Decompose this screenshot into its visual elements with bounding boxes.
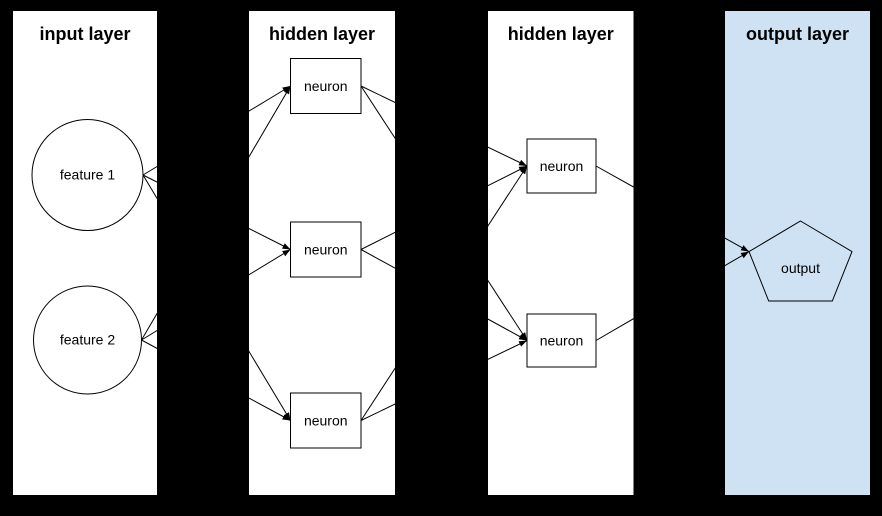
hidden1-neuron-2-node [290, 221, 362, 278]
hidden1-neuron-1-node [290, 58, 362, 114]
edge-f1-h1n1 [142, 85, 291, 176]
edge-h1n1-h2n1 [360, 85, 528, 167]
hidden2-neuron-1-node [526, 138, 597, 194]
input-layer-nodes: feature 1 feature 2 [31, 119, 144, 395]
hidden1-neuron-3-node [290, 392, 362, 449]
output-layer-title: output layer [746, 24, 849, 44]
edge-h1n1-h2n2 [360, 85, 528, 341]
edge-h1n2-h2n2 [360, 249, 528, 341]
connection-edges [141, 85, 750, 421]
hidden-layer-2-panel [488, 11, 634, 495]
feature-1-label: feature 1 [60, 167, 115, 183]
hidden-layer-2-title: hidden layer [508, 24, 614, 44]
hidden-layer-1-nodes: neuron neuron neuron [290, 58, 362, 449]
hidden1-neuron-3-label: neuron [304, 413, 348, 429]
feature-2-node [33, 285, 142, 395]
output-node [748, 220, 853, 302]
edge-h1n3-h2n1 [360, 165, 528, 421]
hidden2-neuron-1-label: neuron [540, 158, 584, 174]
edge-f2-h1n3 [141, 339, 291, 421]
hidden1-neuron-2-label: neuron [304, 242, 348, 258]
edge-h2n1-output [595, 165, 750, 253]
hidden-layer-2-nodes: neuron neuron [526, 138, 597, 368]
hidden-layer-1-title: hidden layer [269, 24, 375, 44]
feature-2-label: feature 2 [60, 332, 115, 348]
edge-f2-h1n2 [141, 249, 291, 341]
edge-h2n2-output [595, 251, 750, 341]
edge-h1n2-h2n1 [360, 165, 528, 250]
hidden2-neuron-2-node [526, 313, 597, 368]
input-layer-panel [13, 11, 157, 495]
feature-1-node [31, 119, 144, 231]
input-layer-title: input layer [39, 24, 130, 44]
hidden2-neuron-2-label: neuron [540, 333, 584, 349]
edge-h1n3-h2n2 [360, 340, 528, 421]
hidden1-neuron-1-label: neuron [304, 78, 348, 94]
output-label: output [781, 260, 820, 276]
output-layer-nodes: output [748, 220, 853, 302]
edge-f2-h1n1 [141, 85, 291, 341]
layer-titles: input layer hidden layer hidden layer ou… [39, 24, 849, 44]
edge-f1-h1n3 [142, 174, 291, 421]
